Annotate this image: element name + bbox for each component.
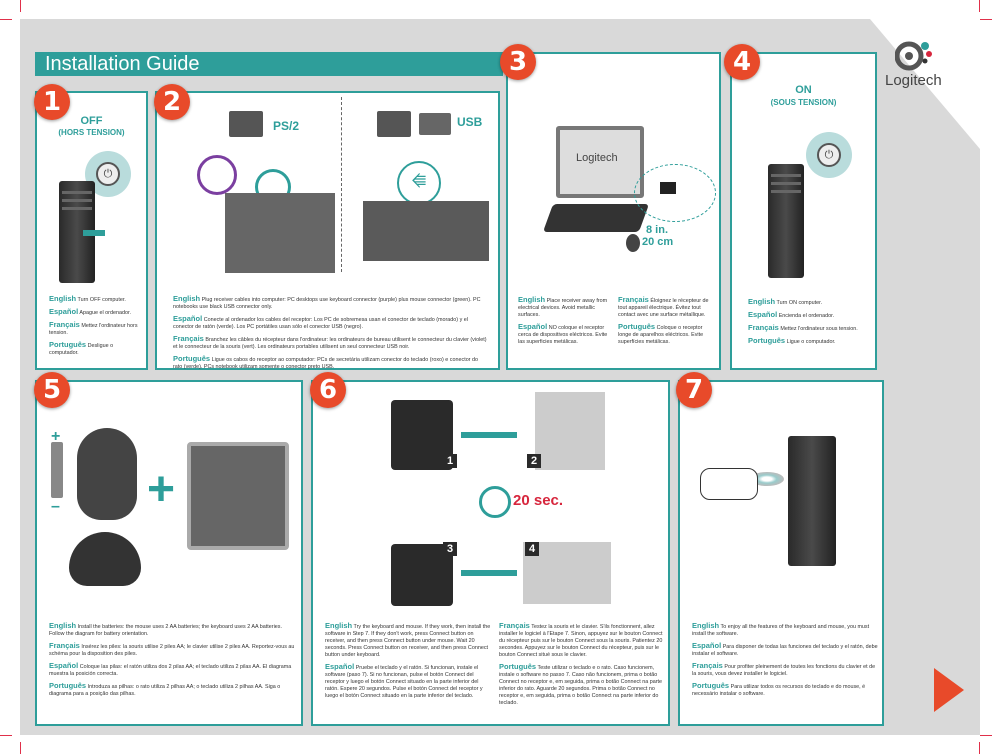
- logo-mark-icon: [895, 41, 932, 71]
- ps2-label: PS/2: [273, 119, 300, 133]
- laptop-side: [363, 201, 489, 261]
- clock-icon: [479, 486, 511, 518]
- step-6-panel: 1 2 20 sec. 3 4 English Try the keyboard…: [311, 380, 670, 726]
- step-5-panel: + – + English Install the batteries: the…: [35, 380, 303, 726]
- step-4-panel: ON (SOUS TENSION) ⏻ English Turn ON comp…: [730, 52, 877, 370]
- page-title: Installation Guide: [45, 53, 200, 75]
- cd-disc-icon: [750, 472, 784, 486]
- hand-illustration: [700, 468, 758, 500]
- substep-4: 4: [525, 542, 539, 556]
- off-subtitle: (HORS TENSION): [58, 128, 125, 137]
- computer-back-panel: [225, 193, 335, 273]
- brand-name: Logitech: [885, 72, 942, 89]
- crop-mark: [980, 19, 992, 20]
- receiver-photo-1: [391, 400, 453, 470]
- receiver-photo-3: [391, 544, 453, 606]
- step-6-text-left: English Try the keyboard and mouse. If t…: [325, 621, 491, 699]
- panel-divider: [341, 97, 342, 272]
- mouse-underside-photo: [535, 392, 605, 470]
- substep-1: 1: [443, 454, 457, 468]
- power-icon: ⏻: [96, 162, 120, 186]
- crop-mark: [980, 735, 992, 736]
- usb-label: USB: [457, 115, 483, 129]
- crop-mark: [979, 742, 980, 754]
- step-6-badge: 6: [310, 372, 346, 408]
- minus-sign: –: [51, 498, 60, 515]
- desktop-pc-icon: [377, 111, 411, 137]
- step-7-text: English To enjoy all the features of the…: [692, 621, 878, 697]
- plus-sign: +: [147, 463, 176, 516]
- laptop-icon: [419, 113, 451, 135]
- arrow-icon: [461, 570, 517, 576]
- step-2-text: English Plug receiver cables into comput…: [173, 294, 487, 370]
- substep-2: 2: [527, 454, 541, 468]
- step-6-text-right: Français Testez la souris et le clavier.…: [499, 621, 663, 706]
- on-title: ON: [795, 84, 812, 96]
- power-icon: ⏻: [817, 143, 841, 167]
- keyboard: [542, 204, 650, 232]
- step-1-badge: 1: [34, 84, 70, 120]
- receiver-range: [634, 164, 716, 222]
- crop-mark: [20, 742, 21, 754]
- mouse-open: [77, 428, 137, 520]
- step-3-text-right: Français Éloignez le récepteur de tout a…: [618, 295, 709, 345]
- usb-icon: ⭅: [397, 161, 441, 205]
- computer-tower: [788, 436, 836, 566]
- mouse-closed: [69, 532, 141, 586]
- step-3-text-left: English Place receiver away from electri…: [518, 295, 608, 345]
- next-page-arrow-icon[interactable]: [934, 668, 964, 712]
- step-4-badge: 4: [724, 44, 760, 80]
- arrow-icon: [461, 432, 517, 438]
- receiver: [660, 182, 676, 194]
- crop-mark: [979, 0, 980, 12]
- logitech-logo: Logitech: [875, 38, 955, 93]
- brand-name: Logitech: [576, 152, 618, 164]
- step-5-text: English Install the batteries: the mouse…: [49, 621, 295, 697]
- substep-3: 3: [443, 542, 457, 556]
- power-button-zoom: ⏻: [806, 132, 852, 178]
- step-4-text: English Turn ON computer. Español Encien…: [748, 297, 858, 345]
- plus-sign: +: [51, 428, 61, 445]
- step-2-panel: PS/2 USB ⭅ English Plug receiver cables …: [155, 91, 500, 370]
- step-2-badge: 2: [154, 84, 190, 120]
- battery-icon: [51, 442, 63, 498]
- step-5-badge: 5: [34, 372, 70, 408]
- mouse: [626, 234, 640, 252]
- step-1-text: English Turn OFF computer. Español Apagu…: [49, 294, 138, 356]
- crop-mark: [0, 735, 12, 736]
- guide-header: Installation Guide: [35, 52, 503, 76]
- step-3-badge: 3: [500, 44, 536, 80]
- sheet-corner: [870, 19, 980, 149]
- on-subtitle: (SOUS TENSION): [770, 98, 837, 107]
- step-7-badge: 7: [676, 372, 712, 408]
- computer-tower: [768, 164, 804, 278]
- distance-label: 8 in.: [646, 224, 669, 236]
- desktop-pc-icon: [229, 111, 263, 137]
- off-title: OFF: [80, 115, 103, 127]
- step-3-panel: Logitech 8 in. 20 cm English Place recei…: [506, 52, 721, 370]
- monitor: Logitech: [556, 126, 644, 198]
- step-7-panel: English To enjoy all the features of the…: [678, 380, 884, 726]
- timer-label: 20 sec.: [513, 492, 564, 509]
- keyboard-connector-icon: [197, 155, 237, 195]
- distance-cm-label: 20 cm: [642, 236, 674, 248]
- step-1-panel: OFF (HORS TENSION) ⏻ English Turn OFF co…: [35, 91, 148, 370]
- arrow-icon: [83, 230, 105, 236]
- crop-mark: [20, 0, 21, 12]
- keyboard-battery-zoom: [187, 442, 289, 550]
- crop-mark: [0, 19, 12, 20]
